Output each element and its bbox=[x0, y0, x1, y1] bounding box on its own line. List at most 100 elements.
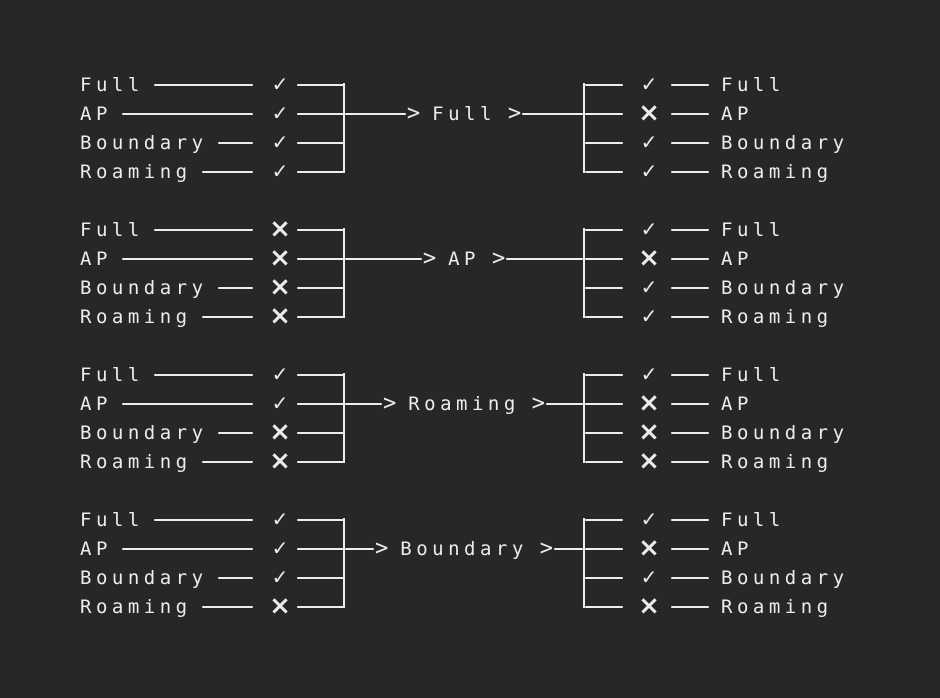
connector-line bbox=[585, 576, 623, 579]
input-row-roaming: Roaming✓ bbox=[80, 157, 344, 186]
mapping-group-boundary: Full✓ AP✓ Boundary✓ Roaming× >Boundary> … bbox=[0, 505, 940, 621]
input-column: Full✓ AP✓ Boundary✓ Roaming× bbox=[80, 505, 344, 621]
status-mark: ✓ bbox=[640, 507, 658, 531]
connector-line bbox=[585, 431, 623, 434]
connector-line bbox=[671, 518, 709, 521]
input-label: Roaming bbox=[80, 160, 192, 183]
output-label: Roaming bbox=[721, 450, 833, 473]
status-mark: ✓ bbox=[271, 391, 289, 415]
status-mark: ✓ bbox=[640, 362, 658, 386]
arrowhead-icon: > bbox=[531, 391, 546, 416]
output-label: AP bbox=[721, 392, 753, 415]
connector-line bbox=[297, 257, 344, 260]
arrow-line bbox=[345, 112, 406, 115]
arrowhead-icon: > bbox=[539, 536, 554, 561]
connector-line bbox=[297, 460, 344, 463]
mapping-group-ap: Full× AP× Boundary× Roaming× >AP> ✓Full … bbox=[0, 215, 940, 331]
connector-line bbox=[671, 170, 709, 173]
status-mark: × bbox=[638, 446, 660, 476]
connector-line bbox=[201, 170, 253, 173]
status-mark: ✓ bbox=[271, 536, 289, 560]
collector-bracket bbox=[343, 83, 345, 173]
connector-line bbox=[671, 460, 709, 463]
status-mark: × bbox=[269, 417, 291, 447]
output-column: ✓Full ×AP ✓Boundary ✓Roaming bbox=[585, 215, 940, 331]
connector-line bbox=[297, 141, 344, 144]
connector-line bbox=[297, 431, 344, 434]
collector-bracket bbox=[343, 518, 345, 608]
collector-bracket bbox=[343, 228, 345, 318]
connector-line bbox=[217, 576, 253, 579]
connector-line bbox=[217, 141, 253, 144]
connector-line bbox=[297, 402, 344, 405]
arrowhead-icon: > bbox=[422, 246, 437, 271]
status-mark: ✓ bbox=[271, 101, 289, 125]
connector-line bbox=[585, 112, 623, 115]
connector-line bbox=[671, 228, 709, 231]
connector-line bbox=[671, 605, 709, 608]
output-label: Boundary bbox=[721, 276, 849, 299]
input-label: Roaming bbox=[80, 305, 192, 328]
connector-line bbox=[217, 286, 253, 289]
output-row-roaming: ✓Roaming bbox=[585, 157, 940, 186]
status-mark: × bbox=[638, 533, 660, 563]
input-label: Boundary bbox=[80, 566, 208, 589]
input-label: Roaming bbox=[80, 450, 192, 473]
connector-line bbox=[671, 402, 709, 405]
arrowhead-icon: > bbox=[507, 101, 522, 126]
input-row-roaming: Roaming × bbox=[80, 302, 344, 331]
status-mark: × bbox=[269, 243, 291, 273]
output-row-boundary: ✓Boundary bbox=[585, 128, 940, 157]
input-label: Boundary bbox=[80, 421, 208, 444]
connector-line bbox=[671, 576, 709, 579]
status-mark: ✓ bbox=[271, 507, 289, 531]
status-mark: ✓ bbox=[271, 565, 289, 589]
status-mark: ✓ bbox=[271, 130, 289, 154]
output-row-roaming: × Roaming bbox=[585, 447, 940, 476]
input-row-full: Full✓ bbox=[80, 505, 344, 534]
connector-line bbox=[297, 170, 344, 173]
connector-line bbox=[671, 286, 709, 289]
output-row-ap: ×AP bbox=[585, 244, 940, 273]
output-column: ✓Full ×AP ✓Boundary ×Roaming bbox=[585, 505, 940, 621]
input-row-full: Full✓ bbox=[80, 70, 344, 99]
connector-line bbox=[297, 605, 344, 608]
input-column: Full✓ AP✓ Boundary × Roaming × bbox=[80, 360, 344, 476]
status-mark: × bbox=[269, 214, 291, 244]
output-label: Full bbox=[721, 508, 785, 531]
center-label: Boundary bbox=[400, 537, 528, 560]
connector-line bbox=[585, 373, 623, 376]
output-label: Boundary bbox=[721, 566, 849, 589]
status-mark: × bbox=[269, 301, 291, 331]
input-label: Full bbox=[80, 73, 144, 96]
fanout-bracket bbox=[583, 228, 585, 318]
fanout-bracket bbox=[583, 373, 585, 463]
arrowhead-icon: > bbox=[382, 391, 397, 416]
connector-line bbox=[671, 83, 709, 86]
connector-line bbox=[297, 112, 344, 115]
input-row-ap: AP✓ bbox=[80, 389, 344, 418]
input-label: Roaming bbox=[80, 595, 192, 618]
arrowhead-icon: > bbox=[406, 101, 421, 126]
arrow-line bbox=[546, 402, 584, 405]
connector-line bbox=[585, 605, 623, 608]
input-row-ap: AP✓ bbox=[80, 534, 344, 563]
status-mark: ✓ bbox=[640, 72, 658, 96]
connector-line bbox=[297, 228, 344, 231]
arrow-line bbox=[554, 547, 584, 550]
input-row-boundary: Boundary × bbox=[80, 418, 344, 447]
output-label: Boundary bbox=[721, 421, 849, 444]
status-mark: × bbox=[638, 417, 660, 447]
status-mark: ✓ bbox=[271, 362, 289, 386]
fanout-bracket bbox=[583, 83, 585, 173]
connector-line bbox=[585, 286, 623, 289]
connector-line bbox=[297, 547, 344, 550]
connector-line bbox=[671, 431, 709, 434]
output-row-full: ✓Full bbox=[585, 215, 940, 244]
status-mark: × bbox=[638, 98, 660, 128]
arrowhead-icon: > bbox=[491, 246, 506, 271]
input-row-full: Full✓ bbox=[80, 360, 344, 389]
status-mark: × bbox=[638, 243, 660, 273]
arrowhead-icon: > bbox=[375, 536, 389, 561]
